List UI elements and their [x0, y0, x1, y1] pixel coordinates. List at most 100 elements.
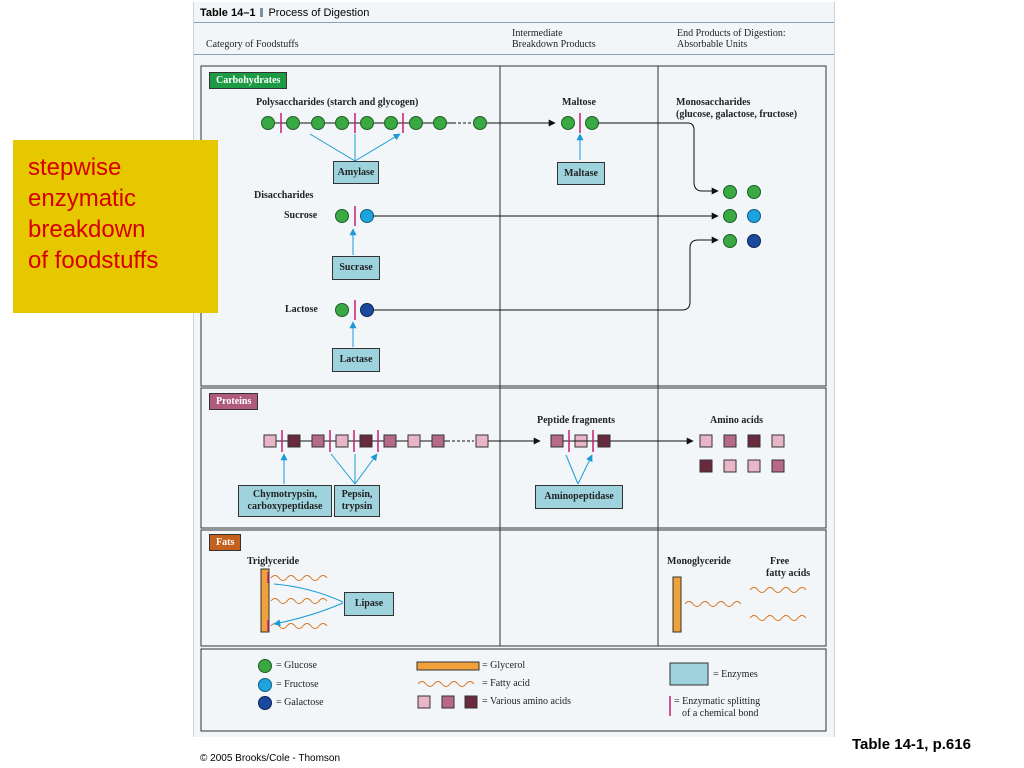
amino-acid-dark-icon — [597, 434, 611, 448]
monosaccharide-products — [723, 185, 761, 248]
maltose-group — [561, 113, 719, 195]
lactase-enzyme: Lactase — [332, 348, 380, 372]
glucose-icon — [723, 209, 737, 223]
glucose-icon — [723, 234, 737, 248]
amino-acid-dark-icon — [699, 459, 713, 473]
pepsin-line2: trypsin — [341, 501, 373, 512]
amino-acid-light-icon — [699, 434, 713, 448]
legend-box — [200, 648, 827, 732]
amino-acid-light-icon — [475, 434, 489, 448]
monosaccharides-line1: Monosaccharides — [676, 97, 751, 108]
triglyceride-group — [260, 568, 344, 633]
fructose-icon — [360, 209, 374, 223]
glucose-icon — [723, 185, 737, 199]
amino-acid-mid-icon — [550, 434, 564, 448]
legend-glucose: = Glucose — [276, 660, 317, 671]
glucose-icon — [409, 116, 423, 130]
glycerol-icon — [260, 568, 270, 633]
chymotrypsin-enzyme: Chymotrypsin, carboxypeptidase — [238, 485, 332, 517]
amino-acids-label: Amino acids — [710, 415, 764, 426]
free-fatty-acids-line2: fatty acids — [766, 568, 811, 579]
monoglyceride-label: Monoglyceride — [667, 556, 731, 567]
glycerol-icon — [416, 661, 480, 671]
free-fatty-acids-label: Free fatty acids — [766, 556, 810, 580]
fat-products — [672, 576, 807, 633]
monosaccharides-label: Monosaccharides (glucose, galactose, fru… — [676, 97, 797, 121]
glucose-icon — [286, 116, 300, 130]
carbohydrates-label: Carbohydrates — [209, 72, 288, 89]
amino-acid-mid-icon — [311, 434, 325, 448]
table-caption: Table 14-1, p.616 — [852, 736, 971, 753]
callout-line2: enzymatic — [28, 185, 137, 212]
lipase-enzyme: Lipase — [344, 592, 394, 616]
pepsin-arrows — [330, 454, 377, 485]
glycerol-icon — [672, 576, 682, 633]
protein-chain — [263, 430, 541, 485]
fatty-acid-icon — [270, 598, 328, 604]
glucose-icon — [335, 209, 349, 223]
col3-header-line1: End Products of Digestion: — [677, 28, 786, 39]
amino-acid-light-icon — [747, 459, 761, 473]
amino-acid-mid-icon — [441, 695, 455, 709]
amino-acid-mid-icon — [771, 459, 785, 473]
chymotrypsin-line2: carboxypeptidase — [247, 501, 323, 512]
amino-acid-light-icon — [723, 459, 737, 473]
lipase-arrows — [274, 583, 344, 624]
legend-fatty-acid: = Fatty acid — [482, 678, 530, 689]
free-fatty-acids-line1: Free — [770, 556, 790, 567]
table-number: Table 14–1 — [200, 7, 256, 19]
col3-header: End Products of Digestion: Absorbable Un… — [677, 28, 786, 50]
glucose-icon — [561, 116, 575, 130]
legend-galactose: = Galactose — [276, 697, 324, 708]
peptide-fragments-label: Peptide fragments — [537, 415, 616, 426]
fatty-acid-icon — [270, 623, 328, 629]
header-rule-top — [194, 22, 834, 23]
legend-symbols — [258, 659, 709, 716]
glucose-icon — [384, 116, 398, 130]
amino-acid-dark-icon — [287, 434, 301, 448]
glucose-icon — [585, 116, 599, 130]
title-separator — [260, 8, 264, 17]
col2-header-line2: Breakdown Products — [512, 39, 596, 50]
triglyceride-label: Triglyceride — [247, 556, 300, 567]
callout-line1: stepwise — [28, 154, 122, 181]
pepsin-line1: Pepsin, — [341, 489, 373, 500]
callout-line4: of foodstuffs — [28, 247, 159, 274]
enzyme-swatch — [669, 662, 709, 686]
fats-label: Fats — [209, 534, 242, 551]
lactose-label: Lactose — [285, 304, 318, 315]
section-grid — [200, 65, 827, 732]
fatty-acid-icon — [417, 681, 475, 687]
copyright-notice: © 2005 Brooks/Cole - Thomson — [200, 753, 341, 764]
legend-enzymes: = Enzymes — [713, 669, 758, 680]
glucose-icon — [258, 659, 272, 673]
amylase-arrows — [309, 134, 400, 162]
fatty-acid-icon — [270, 575, 328, 581]
legend-splitting-line1: = Enzymatic splitting — [674, 696, 761, 707]
glucose-icon — [747, 185, 761, 199]
fructose-icon — [258, 678, 272, 692]
amino-acid-light-icon — [771, 434, 785, 448]
sucrose-group — [335, 206, 719, 255]
maltose-to-monosaccharide-arrow — [687, 122, 719, 195]
glucose-icon — [473, 116, 487, 130]
legend-amino-acids: = Various amino acids — [482, 696, 572, 707]
polysaccharide-chain — [261, 113, 556, 162]
maltase-enzyme: Maltase — [557, 162, 605, 185]
callout-box: stepwise enzymatic breakdown of foodstuf… — [13, 140, 218, 313]
pepsin-enzyme: Pepsin, trypsin — [334, 485, 380, 517]
amino-acid-mid-icon — [383, 434, 397, 448]
galactose-icon — [747, 234, 761, 248]
glucose-icon — [335, 303, 349, 317]
aminopeptidase-enzyme: Aminopeptidase — [535, 485, 623, 509]
amylase-enzyme: Amylase — [333, 161, 379, 184]
fructose-icon — [747, 209, 761, 223]
col2-header-line1: Intermediate — [512, 28, 563, 39]
amino-acid-dark-icon — [747, 434, 761, 448]
glucose-icon — [433, 116, 447, 130]
fatty-acid-icon — [749, 587, 807, 593]
callout-line3: breakdown — [28, 216, 146, 243]
galactose-icon — [360, 303, 374, 317]
col1-header: Category of Foodstuffs — [206, 39, 299, 50]
polysaccharides-label: Polysaccharides (starch and glycogen) — [256, 97, 419, 108]
